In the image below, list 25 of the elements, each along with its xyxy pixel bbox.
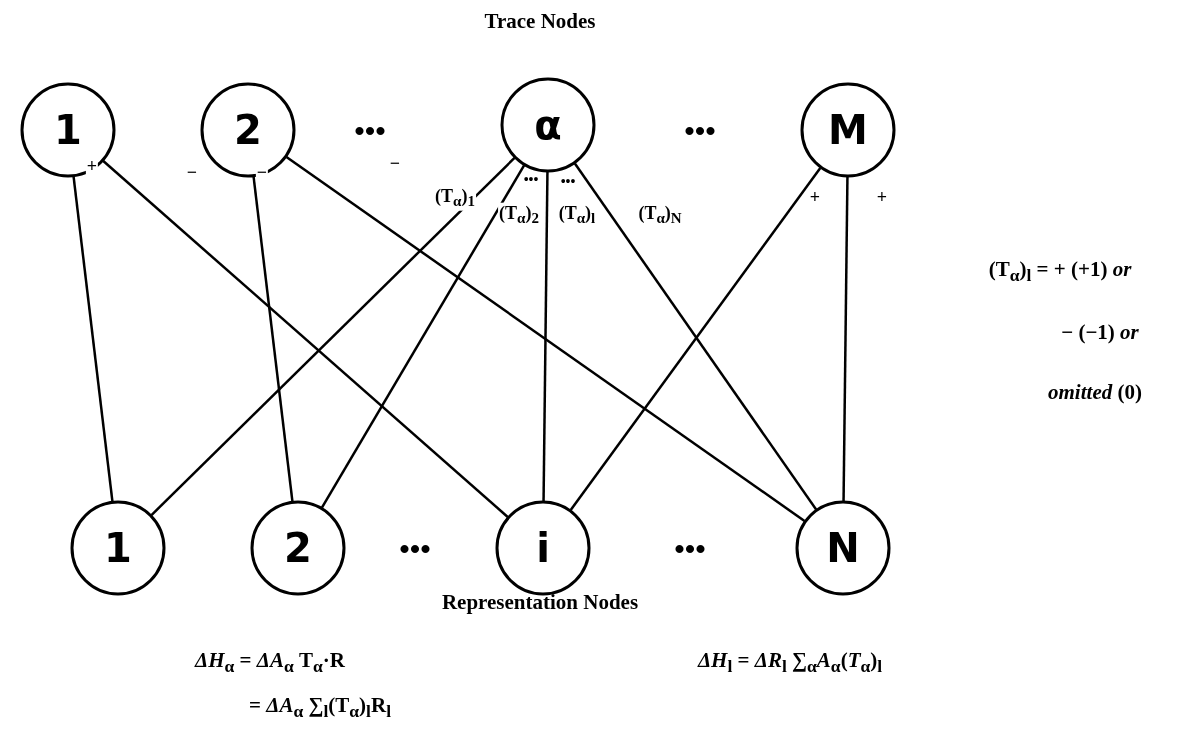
ellipsis: •••: [684, 113, 716, 147]
connector-line: [285, 156, 806, 522]
formula: ΔH$_{α}$ = ΔA$_{α}$ T$_{α}$·R: [195, 649, 345, 677]
ellipsis: •••: [674, 531, 706, 565]
legend-note: (T$_{α}$)$_{l}$ = + (+1) or: [988, 258, 1132, 286]
circle-node: α: [500, 77, 596, 173]
ellipsis: •••: [399, 531, 431, 565]
legend-note: omitted (0): [1048, 381, 1142, 405]
legend-note: − (−1) or: [1061, 321, 1139, 345]
connector-line: [542, 172, 549, 501]
heading: Trace Nodes: [484, 10, 596, 34]
connector-line: [72, 176, 114, 502]
connector-line: [842, 177, 849, 501]
circle-node: 1: [70, 500, 166, 596]
formula: ΔH$_{l}$ = ΔR$_{l}$ ∑$_{α}$A$_{α}$(T$_{α}$)$_{l}$: [697, 649, 883, 677]
connector-line: [320, 164, 526, 509]
circle-node: 2: [250, 500, 346, 596]
circle-node: N: [795, 500, 891, 596]
ellipsis: •••: [560, 174, 576, 190]
ellipsis: •••: [354, 113, 386, 147]
circle-node: M: [800, 82, 896, 178]
formula: = ΔA$_{α}$ ∑$_{l}$(T$_{α}$)$_{l}$R$_{l}$: [249, 694, 391, 722]
ellipsis: •••: [523, 172, 539, 188]
edge-label: (T$_{α}$)$_{1}$: [434, 185, 476, 211]
connector-line: [252, 176, 294, 502]
